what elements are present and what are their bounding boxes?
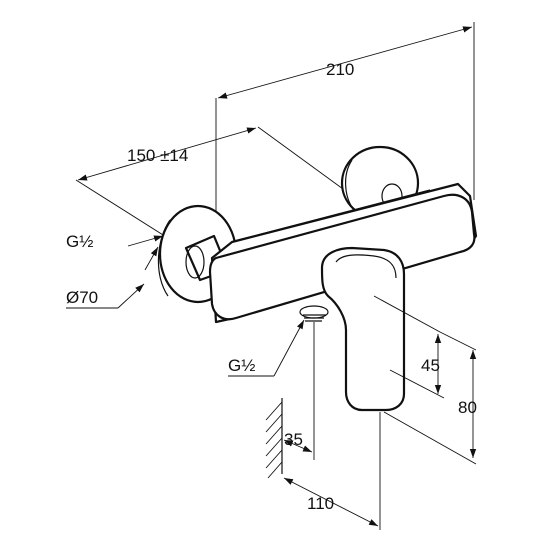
label-45: 45 xyxy=(421,356,440,375)
outlet-ring xyxy=(299,305,329,319)
leader-line xyxy=(144,246,159,271)
hatch-line xyxy=(265,437,283,457)
wall-hatching xyxy=(265,398,283,479)
lever-top-edge xyxy=(335,254,397,279)
outlet-thread xyxy=(303,314,326,322)
flange-edge xyxy=(345,159,357,213)
flange-edge xyxy=(157,219,171,297)
label-g-half-outlet: G½ xyxy=(228,356,255,375)
label-150: 150 ±14 xyxy=(127,146,188,165)
label-g-half-left: G½ xyxy=(66,232,93,251)
leader-line xyxy=(117,283,145,309)
bottom-outlet xyxy=(299,305,329,322)
dimension-35: 35 xyxy=(283,322,315,460)
dimension-g-half-outlet: G½ xyxy=(228,319,305,377)
body-top-edge xyxy=(237,189,431,241)
left-inlet-nut xyxy=(185,245,205,279)
label-35: 35 xyxy=(284,430,303,449)
hatch-line xyxy=(265,401,283,421)
hatch-line xyxy=(265,413,283,433)
hatch-line xyxy=(265,425,283,445)
label-110: 110 xyxy=(307,494,334,513)
hatch-line xyxy=(265,449,283,469)
extension-line xyxy=(439,331,477,351)
dimension-line xyxy=(77,127,257,181)
dimension-line xyxy=(217,26,473,99)
leader-line xyxy=(127,235,164,247)
extension-line xyxy=(383,411,477,465)
dimension-80: 80 xyxy=(383,331,477,465)
leader-line xyxy=(273,319,305,377)
dimension-45: 45 xyxy=(373,295,445,399)
hatch-line xyxy=(267,461,283,479)
dimension-g-half-left: G½ xyxy=(66,232,164,251)
label-80: 80 xyxy=(458,398,477,417)
lever-body xyxy=(320,246,406,412)
dimension-diameter-70: Ø70 xyxy=(66,246,159,309)
dimension-line xyxy=(283,477,379,527)
extension-line xyxy=(373,295,441,333)
dimension-110: 110 xyxy=(283,412,381,530)
lever-handle[interactable] xyxy=(320,246,406,412)
dimension-line xyxy=(283,439,313,453)
label-diameter-70: Ø70 xyxy=(66,288,98,307)
label-210: 210 xyxy=(326,60,354,79)
